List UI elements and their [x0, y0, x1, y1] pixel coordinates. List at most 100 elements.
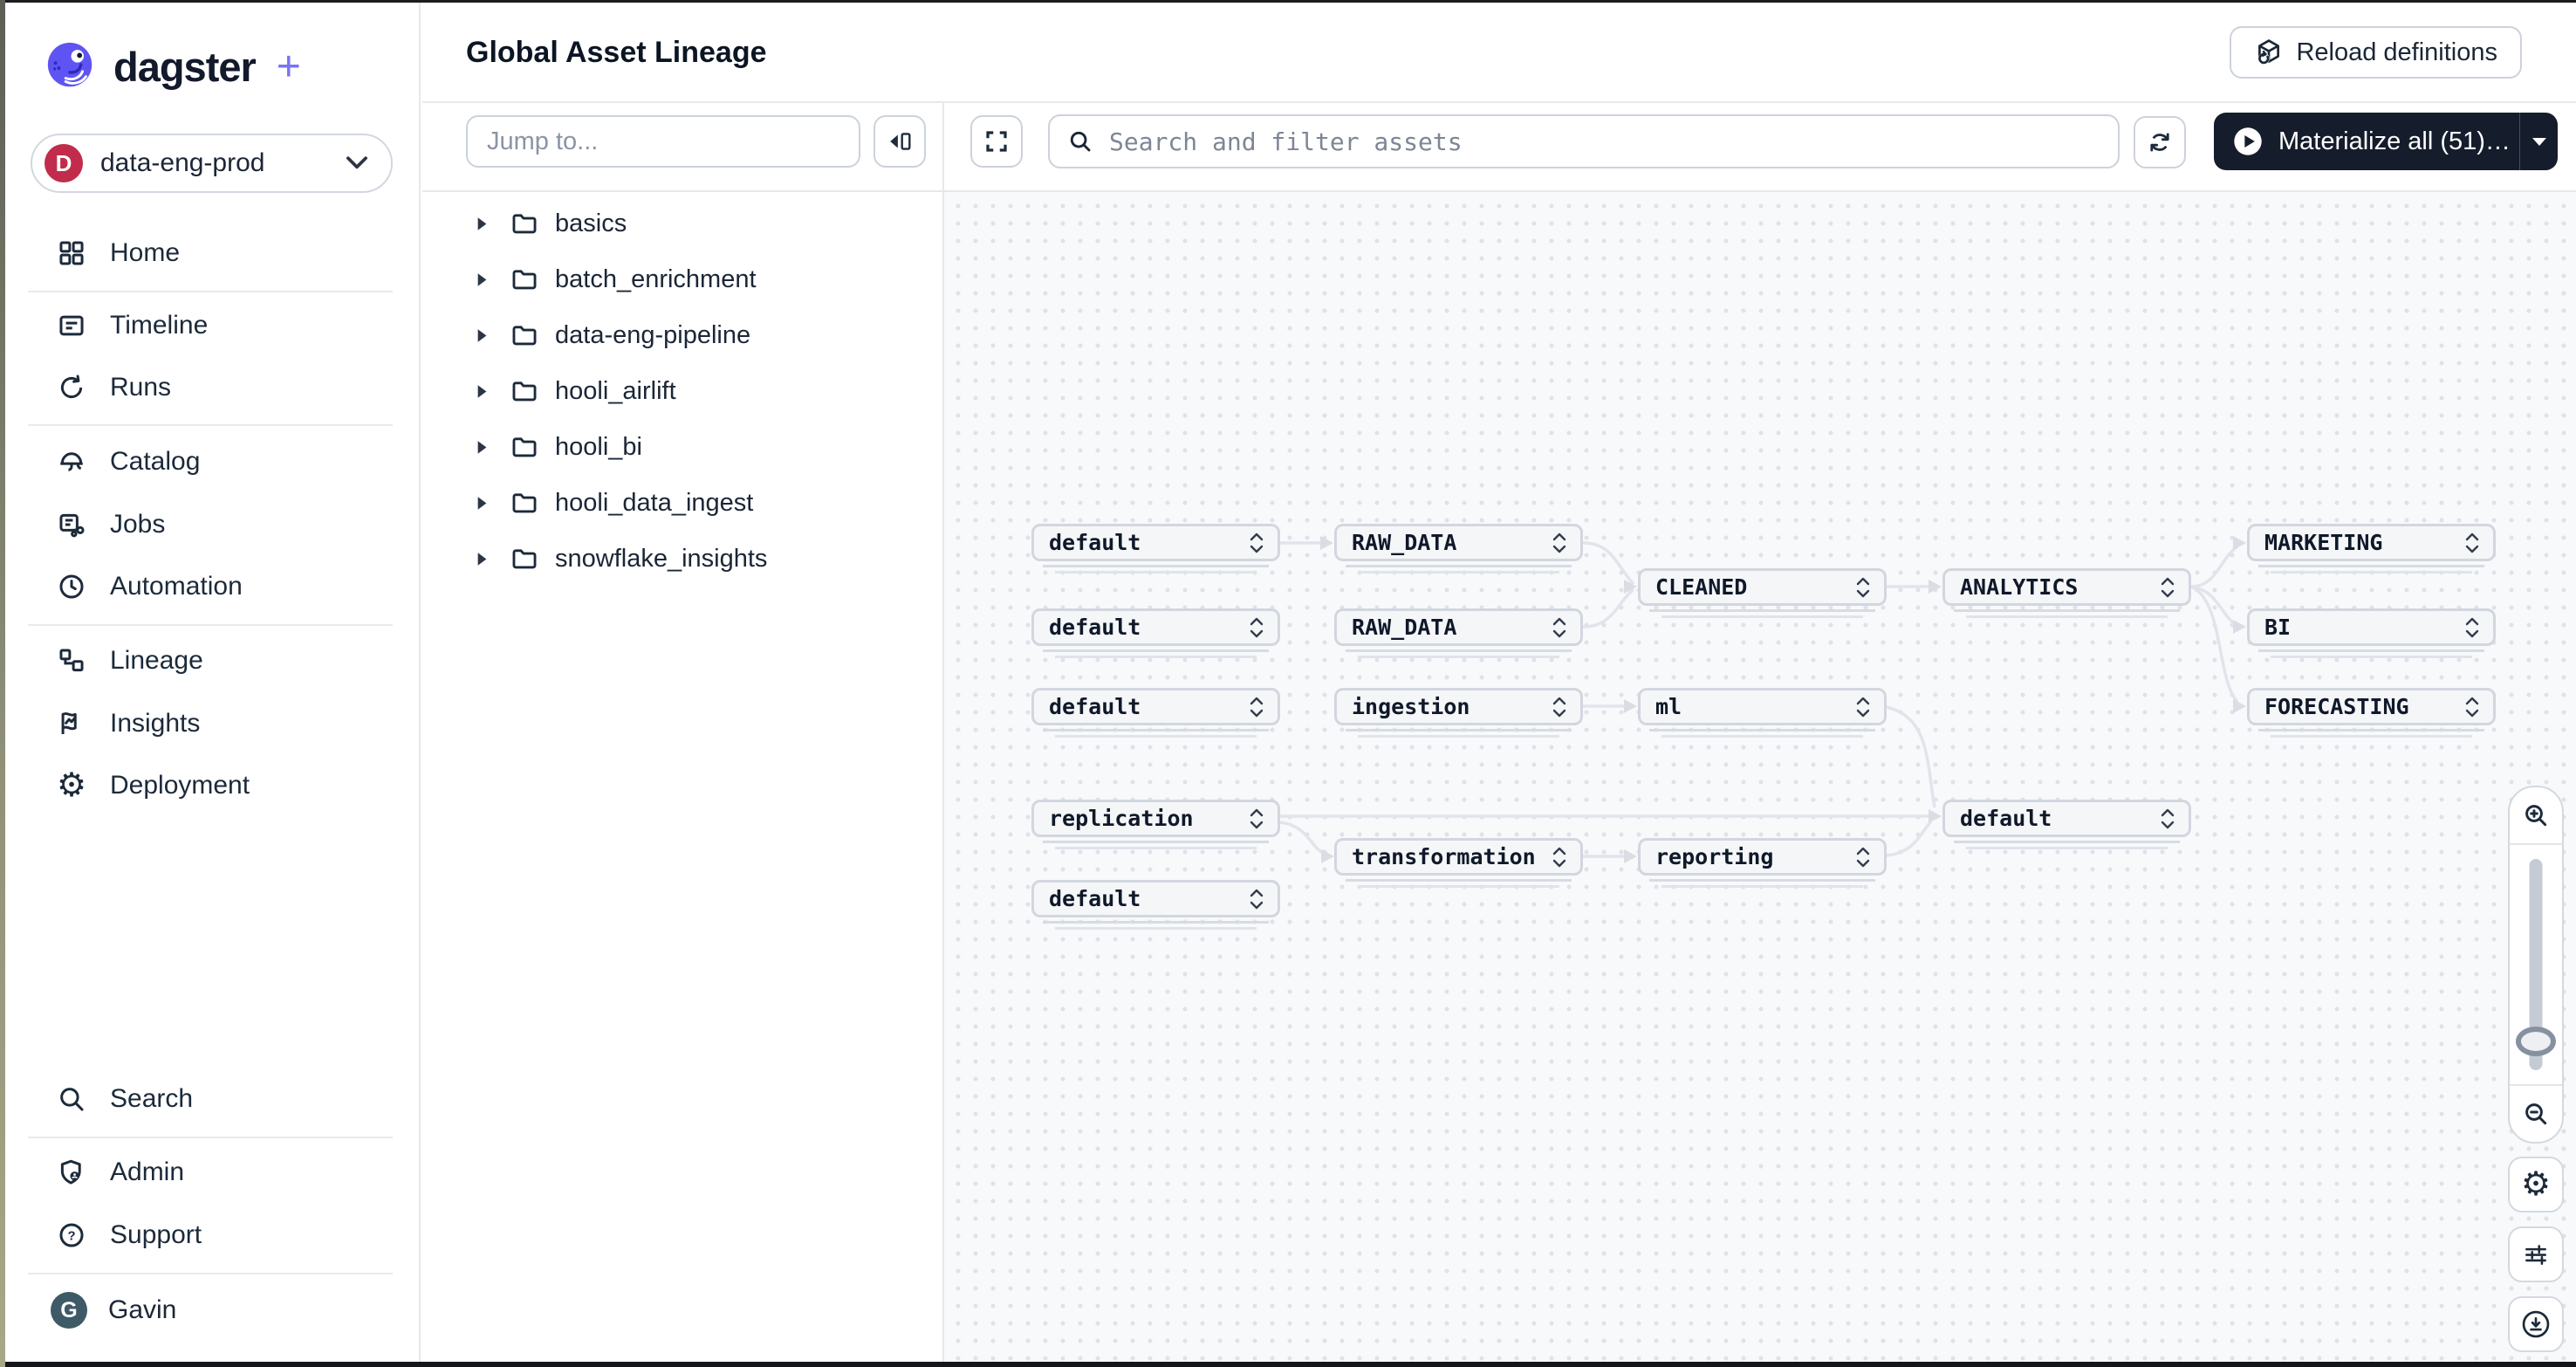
zoom-slider-handle[interactable]: [2516, 1027, 2556, 1056]
sidebar-item-automation[interactable]: Automation: [0, 561, 421, 612]
unfold-more-icon[interactable]: [1854, 694, 1872, 720]
asset-group-node[interactable]: transformation: [1334, 838, 1583, 888]
sidebar-item-home[interactable]: Home: [0, 228, 421, 278]
asset-group-node[interactable]: BI: [2247, 608, 2496, 658]
sidebar-item-search[interactable]: Search: [0, 1074, 421, 1124]
zoom-out-button[interactable]: [2510, 1084, 2562, 1142]
caret-down-icon: [2531, 137, 2546, 146]
sidebar-item-label: Lineage: [110, 646, 203, 675]
workspace-switcher[interactable]: D data-eng-prod: [31, 134, 393, 193]
fit-view-button[interactable]: [970, 115, 1023, 168]
refresh-button[interactable]: [2134, 116, 2186, 168]
asset-search-input[interactable]: [1107, 126, 2100, 157]
unfold-more-icon[interactable]: [1551, 615, 1568, 641]
download-graph-button[interactable]: [2508, 1296, 2564, 1352]
sidebar-item-runs[interactable]: Runs: [0, 362, 421, 413]
node-label: RAW_DATA: [1352, 530, 1457, 555]
tree-item-batch-enrichment[interactable]: batch_enrichment: [422, 251, 944, 307]
unfold-more-icon[interactable]: [1854, 844, 1872, 870]
gear-icon: ⚙: [2520, 1166, 2552, 1203]
dagster-octopus-icon: [47, 42, 92, 87]
graph-filters-button[interactable]: [2508, 1226, 2564, 1282]
unfold-more-icon[interactable]: [1248, 886, 1265, 912]
tree-item-label: hooli_bi: [555, 432, 642, 461]
asset-group-node[interactable]: FORECASTING: [2247, 688, 2496, 738]
zoom-in-button[interactable]: [2510, 787, 2562, 845]
tree-item-hooli-data-ingest[interactable]: hooli_data_ingest: [422, 475, 944, 531]
folder-icon: [510, 376, 539, 406]
caret-right-icon[interactable]: [476, 272, 490, 287]
asset-group-node[interactable]: default: [1942, 800, 2191, 849]
unfold-more-icon[interactable]: [2463, 615, 2481, 641]
sidebar-item-lineage[interactable]: Lineage: [0, 635, 421, 686]
tree-item-basics[interactable]: basics: [422, 196, 944, 251]
sidebar-item-deployment[interactable]: ⚙ Deployment: [0, 760, 421, 811]
caret-right-icon[interactable]: [476, 384, 490, 399]
svg-text:?: ?: [67, 1229, 75, 1243]
sidebar-item-timeline[interactable]: Timeline: [0, 300, 421, 351]
reload-definitions-button[interactable]: Reload definitions: [2230, 26, 2522, 79]
sidebar-item-admin[interactable]: Admin: [0, 1147, 421, 1198]
tree-item-hooli-bi[interactable]: hooli_bi: [422, 419, 944, 475]
unfold-more-icon[interactable]: [1248, 530, 1265, 556]
graph-settings-button[interactable]: ⚙: [2508, 1157, 2564, 1212]
folder-icon: [510, 320, 539, 350]
unfold-more-icon[interactable]: [2159, 574, 2176, 601]
sidebar-item-label: Home: [110, 238, 181, 267]
tree-item-hooli-airlift[interactable]: hooli_airlift: [422, 363, 944, 419]
asset-group-node[interactable]: reporting: [1638, 838, 1887, 888]
asset-group-tree: basics batch_enrichment data-eng-pipelin…: [422, 192, 944, 1362]
dagster-logo[interactable]: dagster +: [44, 39, 301, 93]
zoom-slider-track[interactable]: [2529, 859, 2543, 1070]
asset-group-node[interactable]: default: [1031, 880, 1280, 930]
sidebar-item-label: Catalog: [110, 447, 201, 476]
asset-group-node[interactable]: RAW_DATA: [1334, 524, 1583, 574]
asset-group-node[interactable]: replication: [1031, 800, 1280, 849]
unfold-more-icon[interactable]: [1551, 694, 1568, 720]
catalog-icon: [56, 446, 87, 477]
asset-group-node[interactable]: default: [1031, 524, 1280, 574]
sidebar-item-jobs[interactable]: Jobs: [0, 499, 421, 550]
asset-group-node[interactable]: CLEANED: [1638, 568, 1887, 618]
caret-right-icon[interactable]: [476, 216, 490, 231]
tree-item-snowflake-insights[interactable]: snowflake_insights: [422, 531, 944, 587]
asset-group-node[interactable]: ANALYTICS: [1942, 568, 2191, 618]
download-icon: [2522, 1310, 2550, 1338]
sidebar-item-insights[interactable]: Insights: [0, 698, 421, 749]
unfold-more-icon[interactable]: [2463, 694, 2481, 720]
materialize-options-button[interactable]: [2520, 113, 2558, 170]
materialize-all-button[interactable]: Materialize all (51)…: [2214, 113, 2519, 170]
sidebar-item-catalog[interactable]: Catalog: [0, 436, 421, 487]
jump-to-input[interactable]: [466, 115, 860, 168]
unfold-more-icon[interactable]: [2159, 806, 2176, 832]
tree-item-label: hooli_data_ingest: [555, 488, 754, 517]
caret-right-icon[interactable]: [476, 328, 490, 343]
asset-group-node[interactable]: RAW_DATA: [1334, 608, 1583, 658]
asset-group-node[interactable]: MARKETING: [2247, 524, 2496, 574]
materialize-all-label: Materialize all (51)…: [2278, 127, 2511, 155]
node-label: transformation: [1352, 844, 1536, 869]
unfold-more-icon[interactable]: [1248, 694, 1265, 720]
unfold-more-icon[interactable]: [1854, 574, 1872, 601]
chevron-down-icon: [346, 156, 367, 169]
unfold-more-icon[interactable]: [1551, 844, 1568, 870]
user-menu[interactable]: G Gavin: [0, 1284, 421, 1336]
unfold-more-icon[interactable]: [2463, 530, 2481, 556]
caret-right-icon[interactable]: [476, 552, 490, 567]
caret-right-icon[interactable]: [476, 440, 490, 455]
unfold-more-icon[interactable]: [1248, 806, 1265, 832]
tree-item-label: basics: [555, 209, 627, 237]
node-label: ingestion: [1352, 694, 1470, 719]
collapse-panel-button[interactable]: [874, 115, 926, 168]
unfold-more-icon[interactable]: [1551, 530, 1568, 556]
asset-group-node[interactable]: ingestion: [1334, 688, 1583, 738]
asset-group-node[interactable]: ml: [1638, 688, 1887, 738]
caret-right-icon[interactable]: [476, 496, 490, 511]
unfold-more-icon[interactable]: [1248, 615, 1265, 641]
asset-group-node[interactable]: default: [1031, 688, 1280, 738]
asset-group-node[interactable]: default: [1031, 608, 1280, 658]
tree-item-data-eng-pipeline[interactable]: data-eng-pipeline: [422, 307, 944, 363]
folder-icon: [510, 544, 539, 574]
lineage-graph-canvas[interactable]: default RAW_DATA MARKETING CLEANED ANALY…: [944, 192, 2576, 1367]
sidebar-item-support[interactable]: ? Support: [0, 1210, 421, 1261]
